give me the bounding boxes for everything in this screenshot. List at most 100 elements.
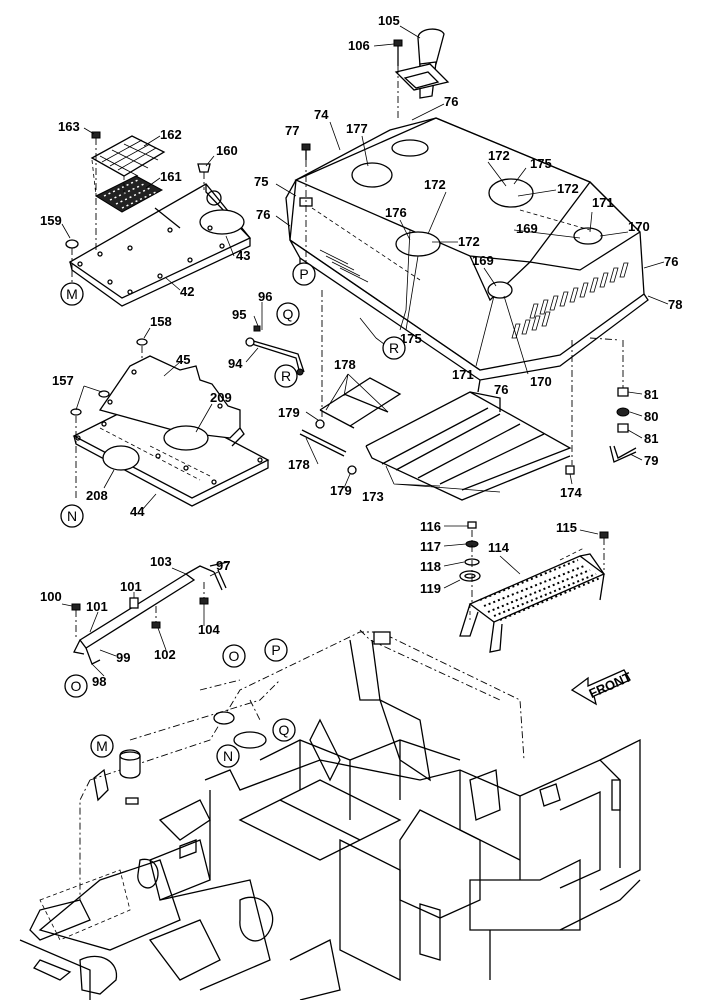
exhaust-stack-105 xyxy=(394,28,450,99)
callout-43: 43 xyxy=(236,248,250,263)
ref-circle-Q-top: Q xyxy=(276,302,300,326)
callout-157: 157 xyxy=(52,373,74,388)
callout-75: 75 xyxy=(254,174,268,189)
floor-plate-44 xyxy=(72,397,270,507)
callout-97: 97 xyxy=(216,558,230,573)
callout-172-d: 172 xyxy=(458,234,480,249)
cover-plate-45 xyxy=(98,355,245,451)
callout-160: 160 xyxy=(216,143,238,158)
callout-171-b: 171 xyxy=(452,367,474,382)
ref-circle-O-top: O xyxy=(64,674,88,698)
svg-text:N: N xyxy=(223,748,233,764)
hood-grille xyxy=(319,249,629,339)
upper-frame-assembly xyxy=(19,629,641,1000)
callout-78: 78 xyxy=(668,297,682,312)
bolt-160 xyxy=(197,163,211,190)
callout-119: 119 xyxy=(420,581,441,596)
callout-114: 114 xyxy=(488,540,510,555)
callout-96: 96 xyxy=(258,289,272,304)
rod-94 xyxy=(245,312,305,376)
callout-162: 162 xyxy=(160,127,182,142)
bolt-115 xyxy=(599,531,609,570)
callout-178-a: 178 xyxy=(334,357,356,372)
callout-170-b: 170 xyxy=(530,374,552,389)
callout-81-a: 81 xyxy=(644,387,658,402)
seal-177 xyxy=(351,162,393,188)
callout-172-b: 172 xyxy=(557,181,579,196)
seal-169 xyxy=(487,281,513,299)
part-callouts: 105 106 76 74 77 177 163 162 160 161 159… xyxy=(40,13,682,689)
callout-76-right: 76 xyxy=(664,254,678,269)
callout-74: 74 xyxy=(314,107,329,122)
callout-172-c: 172 xyxy=(424,177,446,192)
engine-hood-74 xyxy=(285,117,649,393)
ref-circle-M-bottom: M xyxy=(90,734,114,758)
callout-115: 115 xyxy=(556,520,577,535)
callout-79: 79 xyxy=(644,453,658,468)
ref-circle-R-bottom: R xyxy=(274,364,298,388)
callout-179-b: 179 xyxy=(330,483,352,498)
callout-177: 177 xyxy=(346,121,368,136)
callout-175-b: 175 xyxy=(400,331,422,346)
callout-175-a: 175 xyxy=(530,156,552,171)
callout-101-b: 101 xyxy=(86,599,108,614)
callout-172-a: 172 xyxy=(488,148,510,163)
callout-176: 176 xyxy=(385,205,407,220)
ref-circle-M-top: M xyxy=(60,282,84,306)
callout-178-b: 178 xyxy=(288,457,310,472)
ref-circle-N-top: N xyxy=(60,504,84,528)
callout-45: 45 xyxy=(176,352,190,367)
callout-76-bottom: 76 xyxy=(494,382,508,397)
support-frame-173 xyxy=(347,391,572,501)
callout-100: 100 xyxy=(40,589,62,604)
callout-159: 159 xyxy=(40,213,62,228)
svg-text:Q: Q xyxy=(283,306,294,322)
cover-bolt-holes xyxy=(77,225,225,295)
grommet-158 xyxy=(136,338,148,360)
callout-99: 99 xyxy=(116,650,130,665)
svg-text:R: R xyxy=(281,368,291,384)
seal-171 xyxy=(573,227,603,245)
callout-117: 117 xyxy=(420,539,441,554)
ref-circle-N-bottom: N xyxy=(216,744,240,768)
callout-169-a: 169 xyxy=(516,221,538,236)
svg-text:O: O xyxy=(71,678,82,694)
callout-174: 174 xyxy=(560,485,582,500)
svg-text:O: O xyxy=(229,648,240,664)
callout-44: 44 xyxy=(130,504,145,519)
callout-208: 208 xyxy=(86,488,108,503)
ref-circle-O-bottom: O xyxy=(222,644,246,668)
bolt-163 xyxy=(91,131,101,250)
callout-105: 105 xyxy=(378,13,400,28)
callout-80: 80 xyxy=(644,409,658,424)
svg-text:P: P xyxy=(271,642,280,658)
grommet-157 xyxy=(70,390,110,500)
callout-101-a: 101 xyxy=(120,579,142,594)
callout-95: 95 xyxy=(232,307,246,322)
callout-94: 94 xyxy=(228,356,243,371)
callout-163: 163 xyxy=(58,119,80,134)
callout-103: 103 xyxy=(150,554,172,569)
svg-text:M: M xyxy=(66,286,78,302)
callout-81-b: 81 xyxy=(644,431,658,446)
callout-118: 118 xyxy=(420,559,441,574)
callout-102: 102 xyxy=(154,647,176,662)
reference-markers: M M N N O O P P xyxy=(60,262,406,768)
support-rods-178 xyxy=(299,377,402,457)
bolt-77 xyxy=(301,143,311,262)
hardware-stack-79-81 xyxy=(589,337,637,463)
callout-209: 209 xyxy=(210,390,232,405)
svg-text:P: P xyxy=(299,266,308,282)
bolt-174 xyxy=(565,465,575,475)
callout-104: 104 xyxy=(198,622,220,637)
ref-circle-R-top: R xyxy=(382,336,406,360)
front-direction-arrow: FRONT xyxy=(570,669,634,706)
callout-76-top: 76 xyxy=(444,94,458,109)
callout-179-a: 179 xyxy=(278,405,300,420)
svg-text:R: R xyxy=(389,340,399,356)
callout-76-left: 76 xyxy=(256,207,270,222)
callout-173: 173 xyxy=(362,489,384,504)
callout-42: 42 xyxy=(180,284,194,299)
mesh-screen-161 xyxy=(94,175,164,213)
